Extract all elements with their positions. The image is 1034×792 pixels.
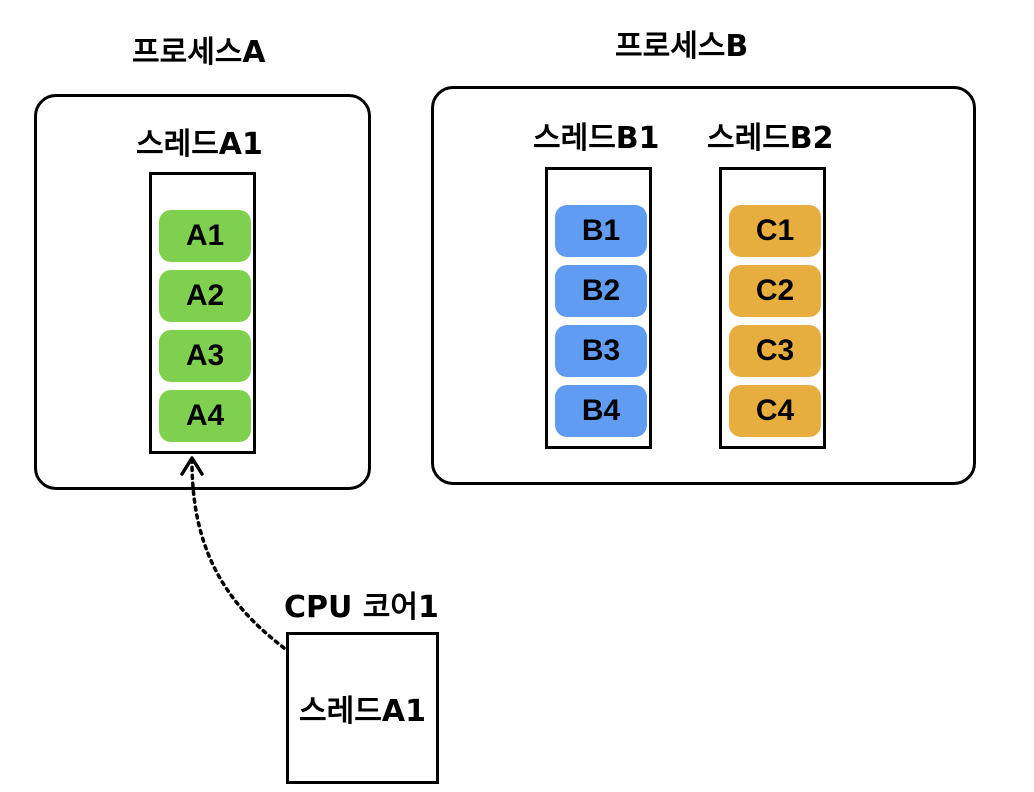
thread-a1-title: 스레드A1 — [136, 127, 263, 162]
task-a4: A4 — [159, 390, 251, 442]
process-b-box — [431, 86, 976, 485]
cpu-running-thread: 스레드A1 — [299, 694, 426, 729]
process-a-title: 프로세스A — [132, 35, 266, 70]
process-b-title: 프로세스B — [615, 29, 749, 64]
cpu-core-title: CPU 코어1 — [284, 590, 439, 625]
task-c3: C3 — [729, 325, 821, 377]
dotted-arrow-line — [190, 460, 286, 650]
task-a1: A1 — [159, 210, 251, 262]
task-a3: A3 — [159, 330, 251, 382]
task-b3: B3 — [555, 325, 647, 377]
task-b4: B4 — [555, 385, 647, 437]
thread-b1-title: 스레드B1 — [533, 121, 660, 156]
task-c4: C4 — [729, 385, 821, 437]
task-a2: A2 — [159, 270, 251, 322]
task-b2: B2 — [555, 265, 647, 317]
thread-a1-box: A1 A2 A3 A4 — [149, 172, 256, 454]
task-b1: B1 — [555, 205, 647, 257]
thread-b1-box: B1 B2 B3 B4 — [545, 167, 652, 449]
arrowhead-icon — [180, 456, 204, 476]
thread-b2-title: 스레드B2 — [707, 121, 834, 156]
thread-b2-box: C1 C2 C3 C4 — [719, 167, 826, 449]
task-c2: C2 — [729, 265, 821, 317]
cpu-core-box: 스레드A1 — [286, 632, 439, 784]
task-c1: C1 — [729, 205, 821, 257]
